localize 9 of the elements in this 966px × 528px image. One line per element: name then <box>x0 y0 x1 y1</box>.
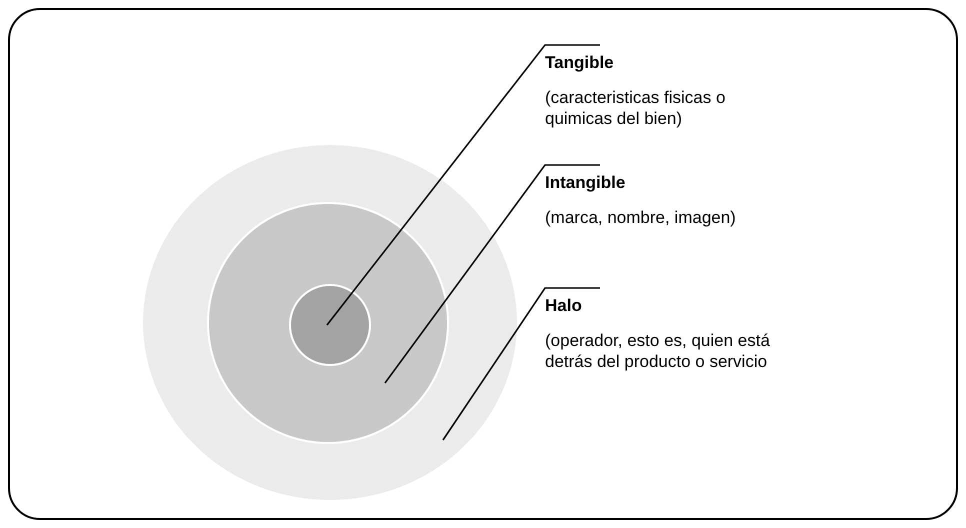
leader-line <box>326 44 600 326</box>
description: (caracteristicas fisicas o quimicas del bien) <box>545 87 726 129</box>
heading: Intangible <box>545 173 626 193</box>
heading: Halo <box>545 296 583 316</box>
leader-line <box>384 164 600 384</box>
description: (marca, nombre, imagen) <box>545 207 737 228</box>
heading: Tangible <box>545 53 615 73</box>
description: (operador, esto es, quien está detrás del producto o servicio <box>545 330 770 372</box>
leader-line <box>442 287 600 440</box>
